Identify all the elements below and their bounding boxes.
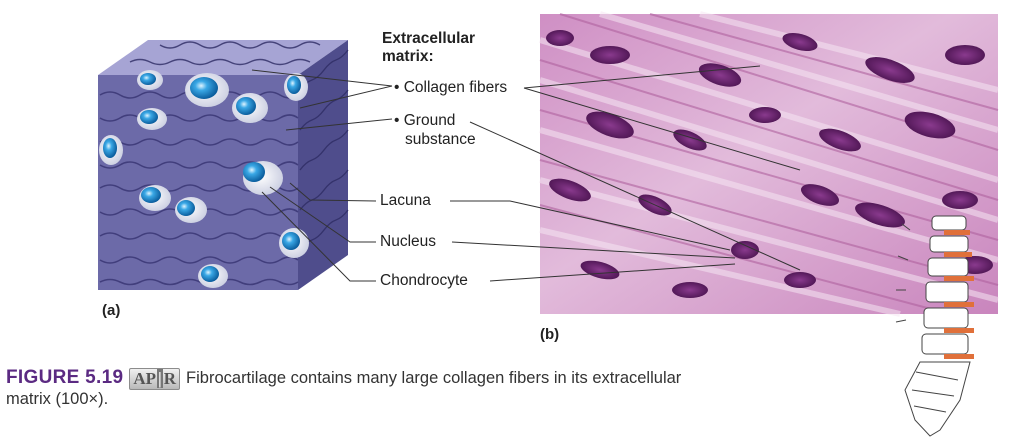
figure-number: FIGURE 5.19 <box>6 367 124 388</box>
micrograph <box>539 11 999 317</box>
micrograph-nuclei <box>546 30 993 298</box>
label-substance: substance <box>405 131 476 148</box>
spine-illustration <box>895 215 974 437</box>
label-ground: • Ground <box>394 112 456 129</box>
apr-badge-right: R <box>163 368 177 388</box>
label-nucleus: Nucleus <box>380 233 436 250</box>
label-collagen-fibers: • Collagen fibers <box>394 79 508 96</box>
label-chondrocyte: Chondrocyte <box>380 272 468 289</box>
apr-badge: AP|R <box>129 367 181 390</box>
apr-badge-left: AP <box>133 368 157 388</box>
cartilage-cube <box>98 40 349 290</box>
caption-text: Fibrocartilage contains many large colla… <box>6 369 682 408</box>
panel-label-b: (b) <box>540 326 560 343</box>
leader-lines <box>251 65 801 282</box>
panel-label-a: (a) <box>102 302 121 319</box>
extracellular-matrix-heading: Extracellular matrix: <box>382 30 476 65</box>
label-lacuna: Lacuna <box>380 192 431 209</box>
chondrocyte-cells <box>99 70 309 288</box>
